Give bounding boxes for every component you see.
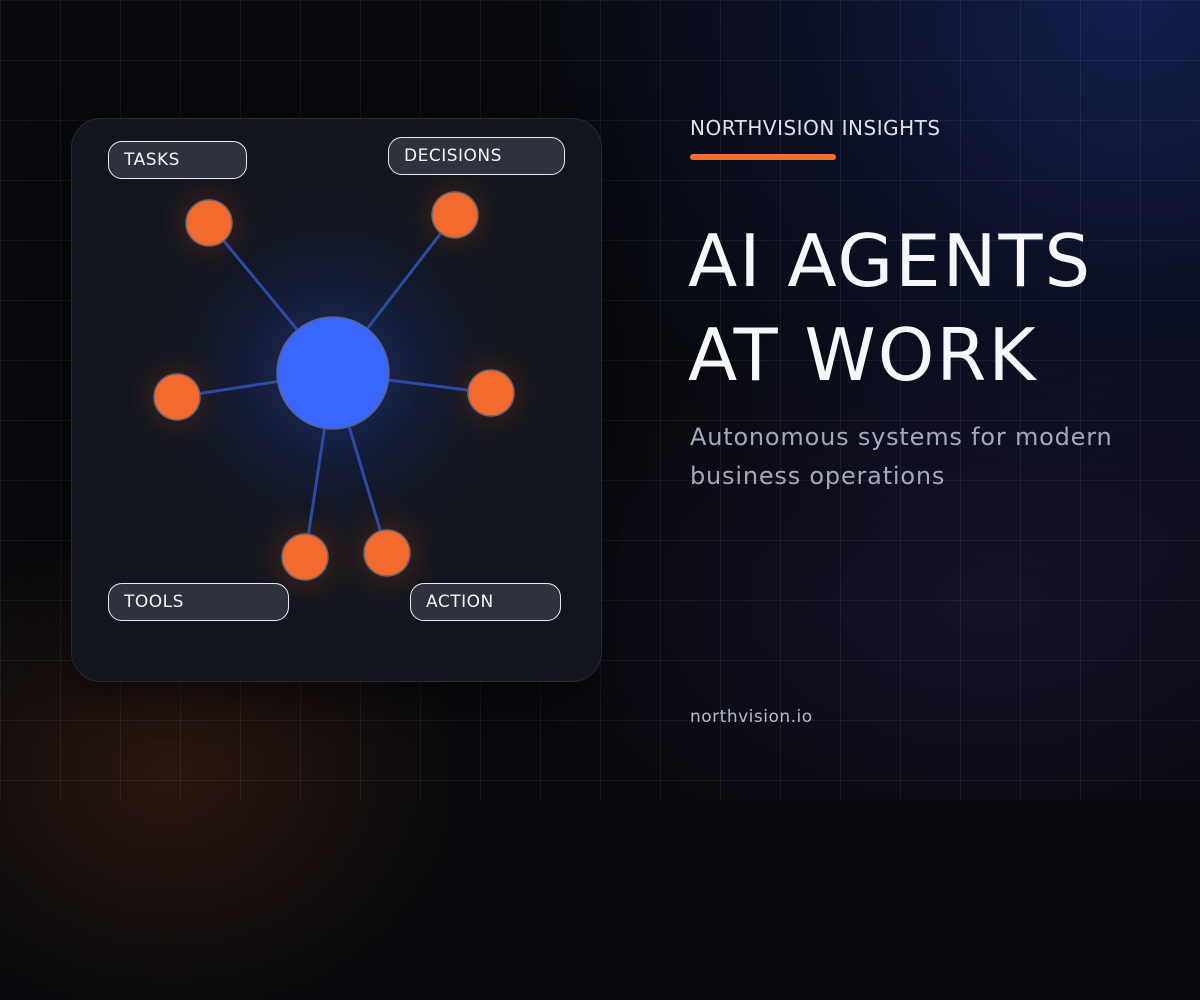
node-tasks	[185, 199, 233, 247]
title-line-2: AT WORK	[688, 313, 1038, 397]
subtitle: Autonomous systems for modern business o…	[690, 423, 1113, 490]
agent-nodes	[153, 191, 515, 581]
node-decisions	[431, 191, 479, 239]
node-left	[153, 373, 201, 421]
brand-accent-bar	[690, 154, 836, 160]
label-action: ACTION	[410, 583, 561, 621]
label-decisions: DECISIONS	[388, 137, 565, 175]
label-tasks: TASKS	[108, 141, 247, 179]
hub-node	[276, 316, 390, 430]
node-tools	[281, 533, 329, 581]
page-title: AI AGENTS AT WORK	[688, 214, 1092, 402]
title-line-1: AI AGENTS	[688, 219, 1093, 303]
brand-name: NORTHVISION INSIGHTS	[690, 116, 941, 140]
node-action	[363, 529, 411, 577]
agent-network-diagram	[122, 160, 546, 617]
node-right	[467, 369, 515, 417]
label-tools: TOOLS	[108, 583, 289, 621]
agent-network-card: TASKS DECISIONS TOOLS ACTION	[71, 118, 602, 682]
website-link[interactable]: northvision.io	[690, 707, 813, 727]
background-glow-purple	[500, 300, 1200, 800]
